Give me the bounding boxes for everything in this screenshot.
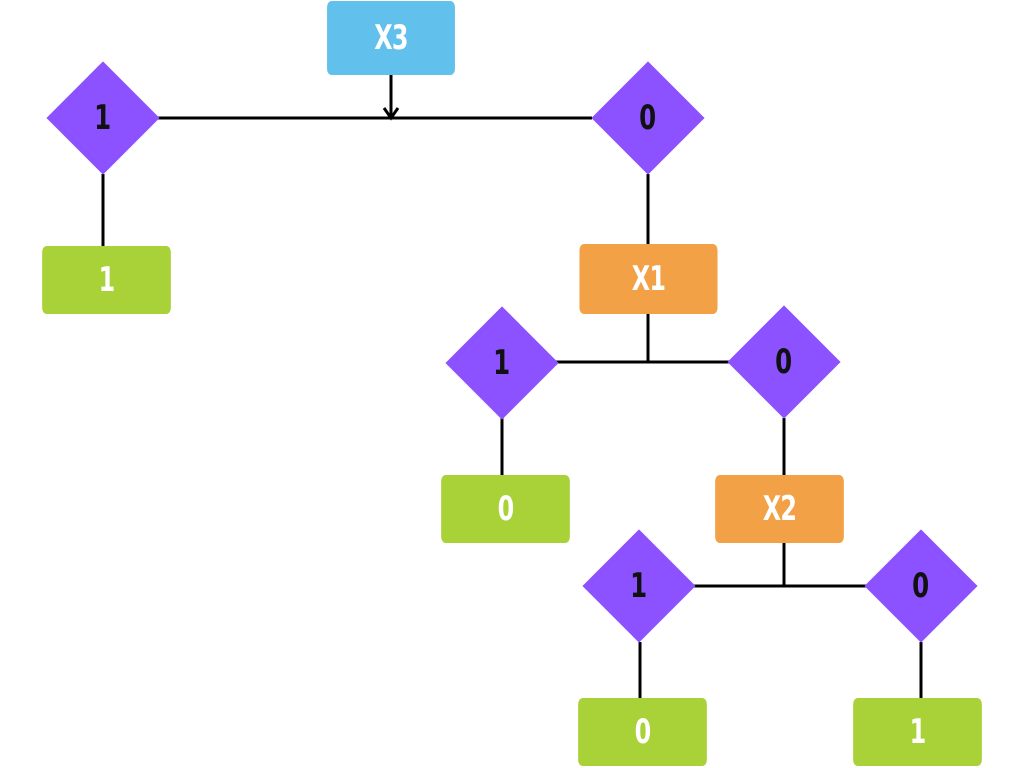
branch-diamond-root-1: 1 (47, 62, 159, 174)
branch-diamond-x2-0: 0 (865, 530, 977, 642)
leaf-node-x2-0: 1 (853, 698, 982, 766)
branch-diamond-x2-1: 1 (583, 530, 695, 642)
leaf-label: 0 (497, 489, 515, 529)
branch-diamond-root-0: 0 (592, 62, 704, 174)
leaf-node-x1-1: 0 (441, 475, 570, 543)
branch-label: 0 (912, 566, 930, 606)
branch-diamond-x1-1: 1 (446, 307, 558, 419)
leaf-label: 0 (634, 712, 652, 752)
arrow-head-icon (382, 107, 400, 121)
branch-label: 0 (775, 342, 793, 382)
root-node-label: X3 (374, 18, 408, 58)
leaf-node-x2-1: 0 (578, 698, 707, 766)
leaf-label: 1 (98, 260, 116, 300)
branch-label: 1 (94, 98, 112, 138)
branch-label: 1 (630, 566, 648, 606)
branch-label: 1 (493, 343, 511, 383)
decision-node-label: X2 (762, 489, 797, 529)
decision-node-x2: X2 (715, 475, 844, 543)
root-node-x3: X3 (327, 1, 455, 75)
leaf-node-root-1: 1 (42, 246, 171, 314)
branch-diamond-x1-0: 0 (728, 306, 840, 418)
leaf-label: 1 (909, 712, 927, 752)
branch-label: 0 (639, 98, 657, 138)
decision-node-label: X1 (631, 259, 666, 299)
decision-node-x1: X1 (579, 244, 718, 314)
